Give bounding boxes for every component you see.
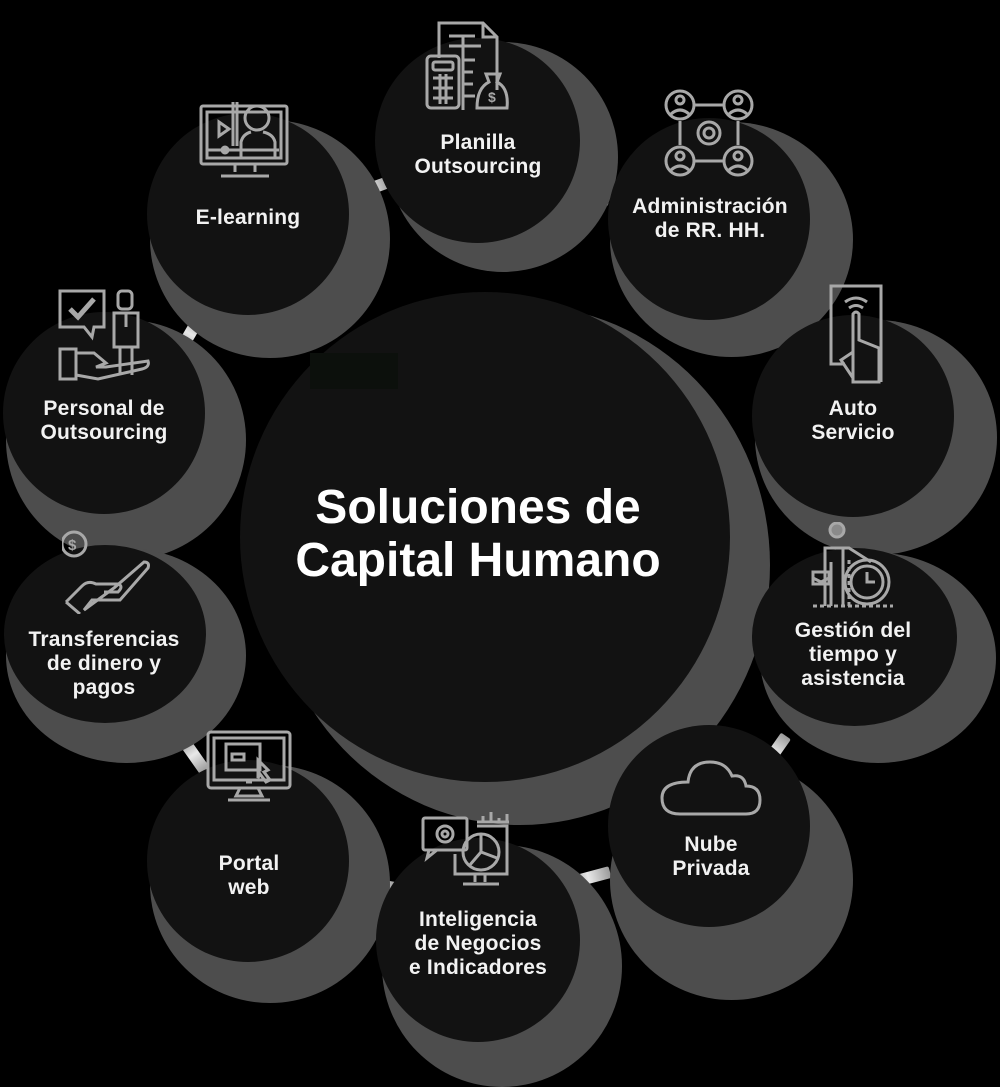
node-label: Nube Privada xyxy=(672,833,750,881)
node-label: Gestión del tiempo y asistencia xyxy=(794,619,912,691)
node-label: Personal de Outsourcing xyxy=(40,397,168,445)
node-label: Inteligencia de Negocios e Indicadores xyxy=(409,908,547,980)
node-label: Administración de RR. HH. xyxy=(632,195,788,243)
analytics-monitor-icon xyxy=(421,812,511,898)
node-label: Auto Servicio xyxy=(811,397,895,445)
person-clock-icon xyxy=(811,522,895,608)
cloud-icon xyxy=(660,756,762,816)
node-label: Portal web xyxy=(218,852,280,900)
hand-person-check-icon xyxy=(58,287,154,383)
touch-card-icon xyxy=(827,282,887,388)
people-network-gear-icon xyxy=(664,88,756,180)
monitor-teacher-icon xyxy=(199,98,291,182)
node-label: E-learning xyxy=(195,206,301,229)
svg-text:$: $ xyxy=(488,89,496,105)
node-label: Transferencias de dinero y pagos xyxy=(28,628,180,700)
hand-money-icon: $ xyxy=(62,530,154,614)
calculator-payroll-icon: $ xyxy=(425,20,515,112)
node-label: Planilla Outsourcing xyxy=(414,131,542,179)
background-artifact xyxy=(310,353,398,389)
monitor-cursor-icon xyxy=(206,730,292,804)
main-title: Soluciones de Capital Humano xyxy=(295,481,661,587)
svg-text:$: $ xyxy=(68,537,77,554)
